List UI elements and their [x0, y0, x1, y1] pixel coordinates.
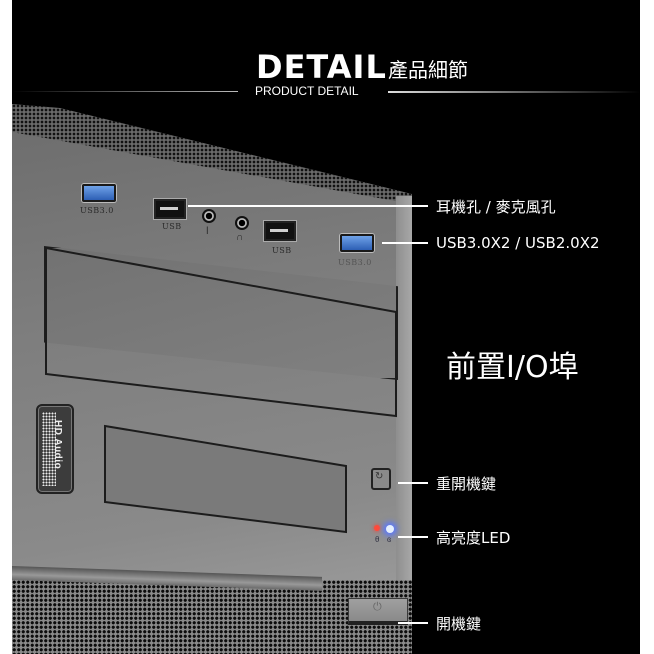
drive-bay-outline [45, 246, 397, 418]
microphone-icon: ǀ [206, 226, 209, 237]
header-title-cn: 產品細節 [388, 58, 468, 82]
power-button[interactable]: ⏻ [348, 598, 408, 625]
usb3-port-1-label: USB3.0 [80, 206, 114, 215]
power-led-icon: ɞ [387, 535, 392, 544]
power-icon: ⏻ [373, 601, 382, 613]
microphone-jack[interactable] [202, 209, 216, 223]
equalizer-icon [42, 412, 56, 486]
callout-line-power [398, 622, 428, 624]
drive-bay-3.5 [104, 424, 347, 534]
hdd-led [374, 525, 380, 531]
product-detail-canvas: DETAIL 產品細節 PRODUCT DETAIL USB3.0 USB ǀ … [12, 0, 640, 654]
header-subtitle: PRODUCT DETAIL [255, 84, 359, 98]
usb3-port-2[interactable] [340, 234, 374, 252]
callout-line-usb [382, 242, 428, 244]
reset-icon: ↻ [375, 471, 384, 482]
callout-power-button: 開機鍵 [436, 615, 482, 633]
usb2-port-2[interactable] [264, 221, 296, 241]
usb3-port-2-label: USB3.0 [338, 258, 372, 267]
case-panel-edge [396, 196, 412, 596]
hdd-led-icon: θ [375, 535, 380, 544]
hd-audio-label: HD Audio [52, 420, 63, 470]
case-bottom-mesh [12, 580, 412, 654]
headphone-icon: ∩ [236, 232, 244, 243]
callout-led: 高亮度LED [436, 529, 511, 547]
usb2-port-1[interactable] [154, 199, 186, 219]
header-divider-right [388, 91, 640, 93]
callout-usb-ports: USB3.0X2 / USB2.0X2 [436, 234, 600, 252]
reset-button[interactable]: ↻ [371, 468, 391, 490]
usb3-port-1[interactable] [82, 184, 116, 202]
usb2-port-2-label: USB [272, 246, 292, 255]
callout-line-reset [398, 482, 428, 484]
callout-line-audio [188, 205, 428, 207]
header-divider-left [12, 91, 238, 92]
hd-audio-badge: HD Audio [36, 404, 74, 494]
usb2-port-1-label: USB [162, 222, 182, 231]
headphone-jack[interactable] [235, 216, 249, 230]
callout-front-io-title: 前置I/O埠 [446, 350, 579, 385]
callout-reset-button: 重開機鍵 [436, 475, 497, 493]
callout-line-led [398, 536, 428, 538]
header-title: DETAIL [256, 48, 387, 86]
callout-audio-jacks: 耳機孔 / 麥克風孔 [436, 198, 556, 216]
power-led [386, 525, 394, 533]
